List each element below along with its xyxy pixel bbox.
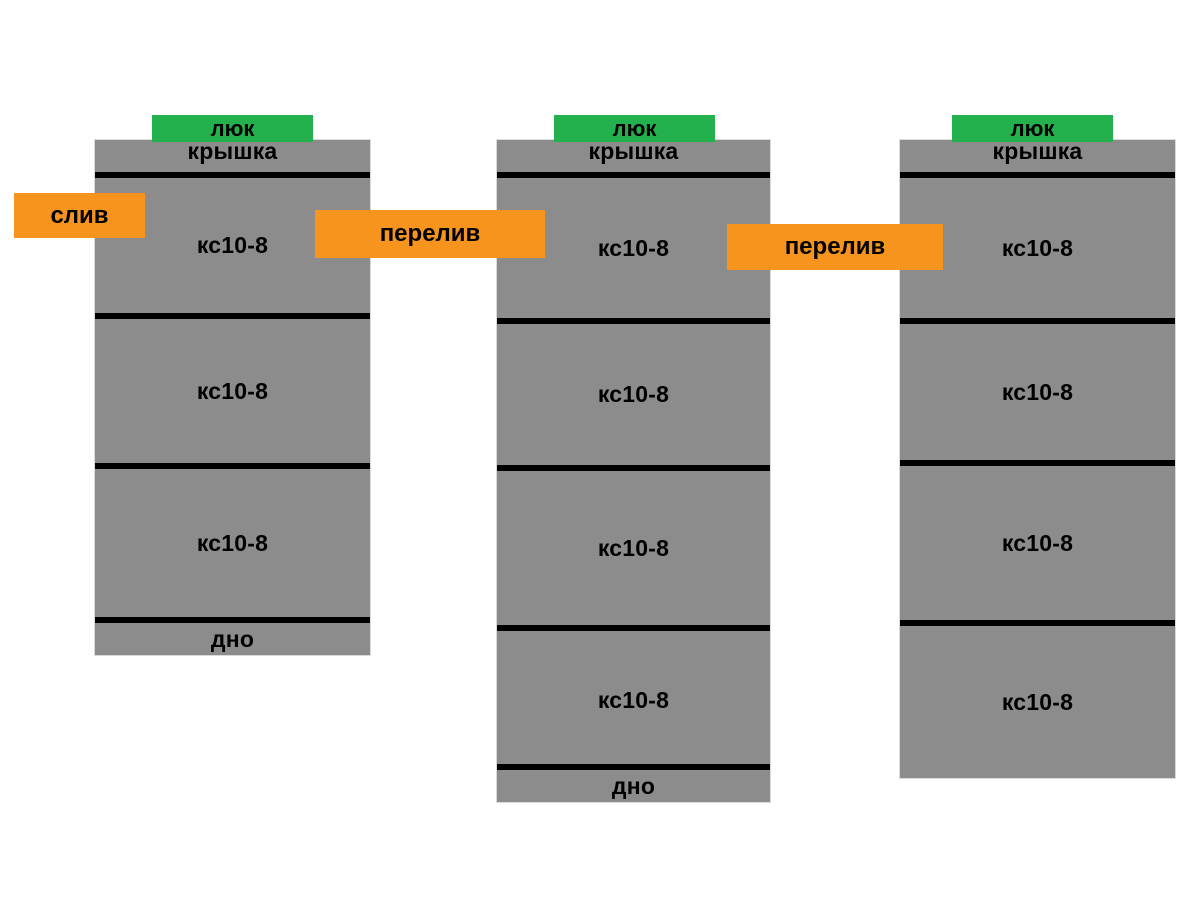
well-1-separator-line-2 — [95, 313, 370, 319]
well-3-section-body-2: кс10-8 — [900, 178, 1175, 318]
well-2-separator-line-3 — [497, 465, 770, 471]
well-1-section-body-4: кс10-8 — [95, 469, 370, 617]
well-2-separator-line-4 — [497, 625, 770, 631]
well-3-section-body-3: кс10-8 — [900, 324, 1175, 460]
well-2-section-label: дно — [611, 772, 656, 799]
pipe-overflow-1-text: перелив — [379, 220, 481, 247]
well-1-separator-line-1 — [95, 172, 370, 178]
well-2-section-body-4: кс10-8 — [497, 471, 770, 625]
well-1-section-bottom-5: дно — [95, 623, 370, 655]
well-3-section-label: кс10-8 — [1001, 529, 1074, 556]
well-3-section-body-4: кс10-8 — [900, 466, 1175, 620]
well-2-separator-line-2 — [497, 318, 770, 324]
well-2-separator-line-1 — [497, 172, 770, 178]
well-2-section-body-3: кс10-8 — [497, 324, 770, 465]
well-2-section-label: кс10-8 — [597, 534, 670, 561]
well-1-separator-line-3 — [95, 463, 370, 469]
well-column-3: крышка кс10-8 кс10-8 кс10-8 кс10-8 — [900, 140, 1175, 778]
well-2-section-body-5: кс10-8 — [497, 631, 770, 770]
pipe-drain: слив — [14, 193, 145, 238]
hatch-label-text: люк — [1010, 115, 1055, 141]
well-3-separator-line-1 — [900, 172, 1175, 178]
well-3-section-label: кс10-8 — [1001, 688, 1074, 715]
well-1-section-label: дно — [210, 625, 255, 652]
well-3-separator-line-3 — [900, 460, 1175, 466]
well-2-section-bottom-6: дно — [497, 770, 770, 802]
well-2-separator-line-5 — [497, 764, 770, 770]
well-1-section-label: кс10-8 — [196, 232, 269, 258]
hatch-label-1: люк — [152, 115, 313, 142]
hatch-label-2: люк — [554, 115, 715, 142]
well-1-separator-line-4 — [95, 617, 370, 623]
well-3-section-label: кс10-8 — [1001, 234, 1074, 261]
pipe-overflow-2-text: перелив — [784, 233, 886, 260]
hatch-label-3: люк — [952, 115, 1113, 142]
well-2-section-label: кс10-8 — [597, 687, 670, 713]
pipe-drain-text: слив — [50, 201, 109, 229]
well-3-separator-line-2 — [900, 318, 1175, 324]
well-3-section-label: крышка — [992, 138, 1083, 164]
pipe-overflow-1: перелив — [315, 210, 545, 258]
well-1-section-body-3: кс10-8 — [95, 319, 370, 463]
well-3-section-cap-1: крышка — [900, 140, 1175, 172]
well-2-section-label: крышка — [588, 138, 679, 164]
pipe-overflow-2: перелив — [727, 224, 943, 270]
well-1-section-cap-1: крышка — [95, 140, 370, 172]
well-1-section-label: крышка — [187, 138, 278, 164]
well-2-section-label: кс10-8 — [597, 381, 670, 407]
hatch-label-text: люк — [612, 115, 657, 141]
well-1-section-label: кс10-8 — [196, 377, 269, 404]
hatch-label-text: люк — [210, 115, 255, 141]
well-3-section-label: кс10-8 — [1001, 378, 1074, 405]
well-1-section-label: кс10-8 — [196, 529, 269, 556]
well-2-section-label: кс10-8 — [597, 234, 670, 261]
well-2-section-body-2: кс10-8 — [497, 178, 770, 318]
well-3-separator-line-4 — [900, 620, 1175, 626]
well-1-section-body-2: кс10-8 — [95, 178, 370, 313]
well-3-section-body-5: кс10-8 — [900, 626, 1175, 778]
well-2-section-cap-1: крышка — [497, 140, 770, 172]
